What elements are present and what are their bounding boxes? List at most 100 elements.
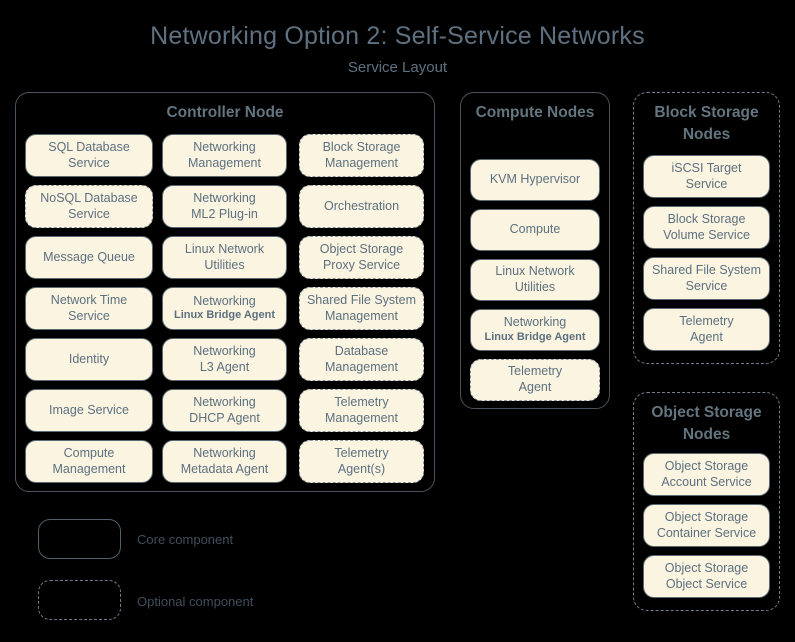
- chip-line-1: Block Storage: [667, 211, 746, 226]
- chip-line-2: Proxy Service: [322, 257, 401, 272]
- page-subtitle: Service Layout: [347, 59, 448, 76]
- chip-line-1: Object Storage: [664, 458, 749, 473]
- controller-component: Orchestration: [299, 185, 424, 228]
- chip-line-1: Object Storage: [319, 241, 404, 256]
- chip-line-1: Networking: [193, 445, 256, 460]
- chip-line-1: Networking: [193, 343, 256, 358]
- chip-line-2: Metadata Agent: [180, 461, 269, 476]
- object-storage-nodes-container: Object Storage Nodes: [633, 392, 780, 611]
- chip-line-2: Utilities: [514, 280, 556, 294]
- chip-line-1: Telemetry: [334, 394, 389, 409]
- chip-line-1: iSCSI Target: [671, 160, 742, 175]
- chip-line-1: Telemetry: [507, 364, 563, 379]
- chip-line-1: Message Queue: [43, 249, 135, 264]
- chip-line-1: Telemetry: [679, 313, 734, 328]
- chip-line-2: Account Service: [661, 474, 752, 489]
- chip-line-2: Management: [325, 359, 398, 374]
- controller-component: Message Queue: [25, 236, 153, 279]
- controller-node-title: Controller Node: [166, 104, 284, 121]
- chip-line-1: Network Time: [50, 292, 128, 307]
- controller-component: Identity: [25, 338, 153, 381]
- chip-line-2: Agent: [690, 329, 723, 344]
- chip-line-2: Management: [325, 155, 398, 170]
- page-title: Networking Option 2: Self-Service Networ…: [150, 22, 645, 50]
- chip-line-1: Networking: [193, 293, 256, 308]
- chip-line-2: Management: [325, 308, 398, 323]
- chip-line-2: Service: [685, 176, 728, 191]
- chip-line-1: KVM Hypervisor: [489, 172, 581, 187]
- chip-line-2: ML2 Plug-in: [191, 206, 258, 221]
- chip-line-1: Networking: [193, 394, 256, 409]
- chip-line-1: Shared File System: [306, 292, 417, 307]
- block-storage-nodes-container: Block Storage Nodes: [633, 92, 780, 364]
- chip-line-2: Management: [325, 410, 398, 425]
- compute-component: Compute: [470, 209, 600, 251]
- chip-line-2: DHCP Agent: [189, 410, 260, 425]
- chip-line-2: Object Service: [665, 576, 748, 591]
- legend-core-swatch: [38, 519, 121, 559]
- chip-line-2: Agent: [518, 380, 552, 394]
- chip-line-2: Container Service: [656, 525, 757, 540]
- legend-optional-label: Optional component: [137, 594, 254, 609]
- chip-line-1: Networking: [193, 139, 256, 154]
- legend-optional-swatch: [38, 580, 121, 620]
- controller-component: Image Service: [25, 389, 153, 432]
- chip-line-1: Block Storage: [322, 139, 401, 154]
- chip-line-1: Compute: [509, 222, 561, 237]
- block-storage-nodes-title: Block Storage Nodes: [654, 104, 759, 144]
- chip-line-1: Identity: [68, 351, 110, 366]
- object-storage-nodes-title: Object Storage Nodes: [651, 404, 762, 444]
- chip-line-1: Orchestration: [323, 198, 400, 213]
- chip-line-2: L3 Agent: [199, 359, 250, 374]
- chip-line-1: Object Storage: [664, 560, 749, 575]
- chip-line-1: SQL Database: [48, 139, 130, 154]
- chip-line-2: Service: [68, 308, 110, 323]
- chip-line-2: Management: [52, 461, 126, 476]
- chip-line-1: Compute: [63, 445, 115, 460]
- legend-core-label: Core component: [137, 532, 234, 547]
- chip-line-2: Linux Bridge Agent: [484, 330, 586, 343]
- chip-line-1: Database: [334, 343, 389, 358]
- chip-line-1: Telemetry: [334, 445, 389, 460]
- chip-line-1: Image Service: [49, 402, 129, 417]
- chip-line-1: Networking: [503, 315, 567, 330]
- chip-line-2: Management: [188, 155, 261, 170]
- chip-line-1: Networking: [193, 190, 256, 205]
- chip-line-2: Volume Service: [663, 227, 750, 242]
- chip-line-1: NoSQL Database: [40, 190, 138, 205]
- chip-line-1: Linux Network: [495, 264, 575, 279]
- compute-nodes-title: Compute Nodes: [475, 104, 595, 121]
- compute-nodes-container: Compute Nodes: [460, 92, 610, 409]
- chip-line-1: Object Storage: [664, 509, 749, 524]
- controller-node-container: Controller Node: [15, 92, 435, 492]
- chip-line-2: Service: [68, 155, 110, 170]
- chip-line-1: Shared File System: [651, 262, 762, 277]
- chip-line-2: Linux Bridge Agent: [173, 309, 276, 322]
